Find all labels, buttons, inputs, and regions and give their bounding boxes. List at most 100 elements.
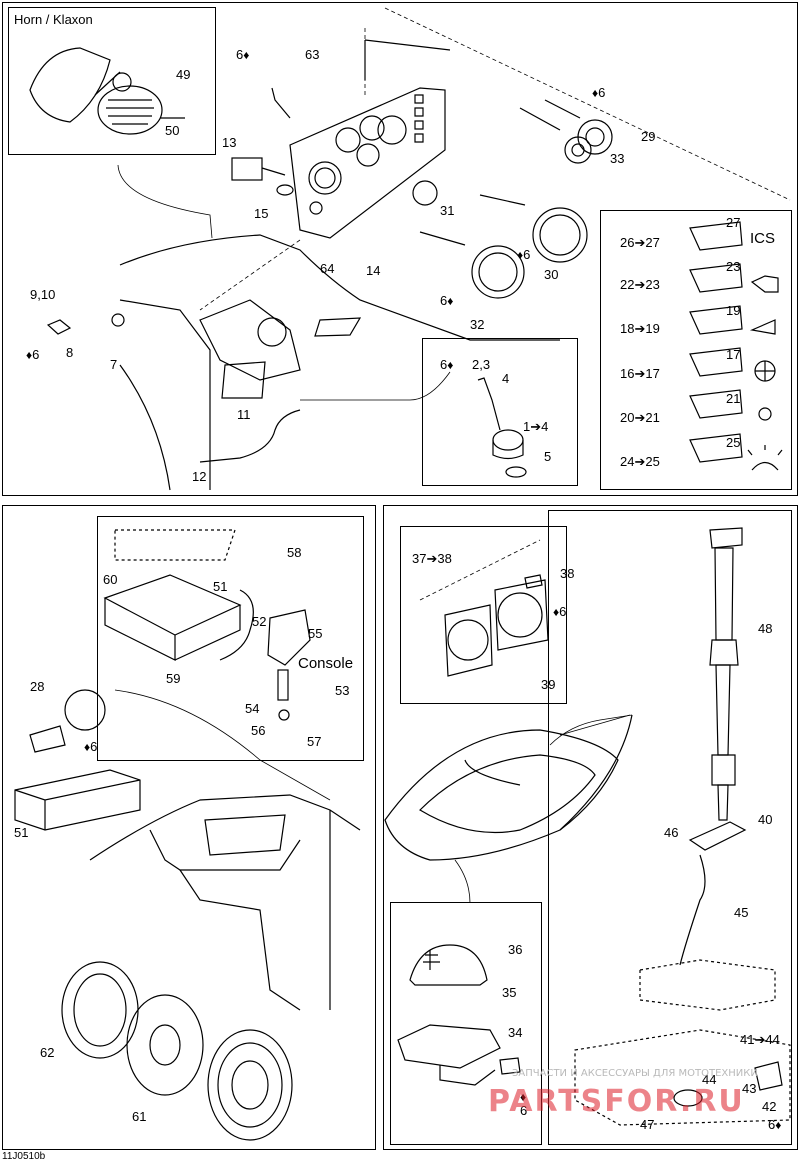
fuel-gauge-icon bbox=[444, 574, 549, 677]
oil-drop-icon: ♦ bbox=[520, 1090, 527, 1104]
callout-33: 33 bbox=[610, 151, 625, 166]
callout-39: 39 bbox=[541, 677, 556, 692]
callout-44: 44 bbox=[702, 1072, 717, 1087]
callout-57: 57 bbox=[307, 734, 322, 749]
callout-56: 56 bbox=[251, 723, 266, 738]
function-symbol-icons bbox=[747, 275, 783, 471]
connector-plug-icon bbox=[673, 1061, 783, 1107]
callout-26-27: 26➔27 bbox=[620, 235, 660, 250]
horn-icon bbox=[29, 47, 185, 135]
callout-41-44: 41➔44 bbox=[740, 1032, 780, 1047]
callout-60: 60 bbox=[103, 572, 118, 587]
callout-27: 27 bbox=[726, 215, 741, 230]
callout-6-i: ♦6 bbox=[520, 1090, 527, 1118]
callout-29: 29 bbox=[641, 129, 656, 144]
callout-6-b: ♦6 bbox=[592, 86, 605, 101]
callout-35: 35 bbox=[502, 985, 517, 1000]
callout-6-f: 6♦ bbox=[440, 357, 453, 373]
radio-icon bbox=[103, 529, 311, 721]
console-label: Console bbox=[298, 655, 354, 672]
callout-48: 48 bbox=[758, 621, 773, 636]
callout-45: 45 bbox=[734, 905, 749, 920]
callout-37-38: 37➔38 bbox=[412, 551, 452, 566]
callout-14: 14 bbox=[366, 263, 381, 278]
top-section-frame bbox=[2, 2, 798, 496]
callout-6-g: ♦6 bbox=[84, 739, 98, 755]
callout-38: 38 bbox=[560, 566, 575, 581]
callout-24-25: 24➔25 bbox=[620, 454, 660, 469]
dashboard-panel-icon bbox=[289, 39, 451, 239]
callout-6-e: ♦6 bbox=[26, 348, 39, 363]
callout-28: 28 bbox=[30, 679, 45, 694]
seat-outline-icon bbox=[574, 959, 791, 1126]
watermark-caption: ЗАПЧАСТИ И АКСЕССУАРЫ ДЛЯ МОТОТЕХНИКИ bbox=[512, 1068, 758, 1079]
antenna-light-icon bbox=[679, 527, 747, 966]
callout-6-f-text: 6 bbox=[440, 357, 448, 372]
leader-lines bbox=[114, 164, 633, 904]
callout-6-g-text: 6 bbox=[90, 739, 98, 754]
callout-40: 40 bbox=[758, 812, 773, 827]
console-bottom-icon bbox=[89, 794, 361, 1011]
callout-6-h: ♦6 bbox=[553, 604, 567, 620]
switch-icon bbox=[46, 313, 125, 335]
callout-51-a: 51 bbox=[213, 579, 228, 594]
callout-20-21: 20➔21 bbox=[620, 410, 660, 425]
callout-8: 8 bbox=[66, 345, 74, 360]
callout-9-10: 9,10 bbox=[30, 287, 56, 302]
gauge-inset-frame bbox=[400, 526, 567, 704]
callout-5: 5 bbox=[544, 449, 552, 464]
callout-16-17: 16➔17 bbox=[620, 366, 660, 381]
callout-32: 32 bbox=[470, 317, 485, 332]
callout-55: 55 bbox=[308, 626, 323, 641]
rocker-switch-icons bbox=[689, 221, 743, 463]
callout-21: 21 bbox=[726, 391, 741, 406]
callout-58: 58 bbox=[287, 545, 302, 560]
callout-52: 52 bbox=[252, 614, 267, 629]
callout-7: 7 bbox=[110, 357, 118, 372]
cable-icon bbox=[199, 409, 301, 463]
callout-6-d-text: 6 bbox=[440, 293, 448, 308]
oil-drop-icon: ♦ bbox=[553, 605, 560, 619]
callout-18-19: 18➔19 bbox=[620, 321, 660, 336]
figure-code: 11J0510b bbox=[2, 1151, 46, 1162]
console-outline-icon bbox=[119, 234, 560, 491]
callout-15: 15 bbox=[254, 206, 269, 221]
callout-11: 11 bbox=[237, 407, 251, 422]
bottom-left-section-frame bbox=[2, 505, 376, 1150]
callout-6-h-text: 6 bbox=[559, 604, 567, 619]
courtesy-light-icon bbox=[397, 944, 521, 1086]
callout-6-j: 6♦ bbox=[768, 1118, 781, 1133]
oil-drop-icon: ♦ bbox=[447, 294, 454, 308]
callout-34: 34 bbox=[508, 1025, 523, 1040]
callout-22-23: 22➔23 bbox=[620, 277, 660, 292]
speaker-icon bbox=[61, 961, 293, 1141]
horn-inset-frame bbox=[8, 7, 216, 155]
gauge-icon bbox=[412, 99, 613, 299]
callout-59: 59 bbox=[166, 671, 181, 686]
callout-42: 42 bbox=[762, 1099, 777, 1114]
callout-36: 36 bbox=[508, 942, 523, 957]
connector-icon bbox=[231, 87, 294, 196]
oil-drop-icon: ♦ bbox=[84, 740, 91, 754]
oil-drop-icon: ♦ bbox=[517, 248, 524, 262]
callout-62: 62 bbox=[40, 1045, 55, 1060]
courtesy-light-inset-frame bbox=[390, 902, 542, 1145]
callout-25: 25 bbox=[726, 435, 741, 450]
callout-31: 31 bbox=[440, 203, 455, 218]
callout-61: 61 bbox=[132, 1109, 147, 1124]
callout-19: 19 bbox=[726, 303, 741, 318]
callout-17: 17 bbox=[726, 347, 741, 362]
oil-drop-icon: ♦ bbox=[243, 48, 250, 62]
callout-1-4: 1➔4 bbox=[523, 419, 549, 434]
callout-4: 4 bbox=[502, 371, 510, 386]
callout-50: 50 bbox=[165, 123, 180, 138]
callout-47: 47 bbox=[640, 1117, 655, 1132]
callout-63: 63 bbox=[305, 47, 320, 62]
callout-30: 30 bbox=[544, 267, 559, 282]
callout-53: 53 bbox=[335, 683, 350, 698]
horn-box-title: Horn / Klaxon bbox=[14, 12, 93, 27]
callout-6-c-text: 6 bbox=[523, 247, 531, 262]
switch-legend-frame bbox=[600, 210, 792, 490]
